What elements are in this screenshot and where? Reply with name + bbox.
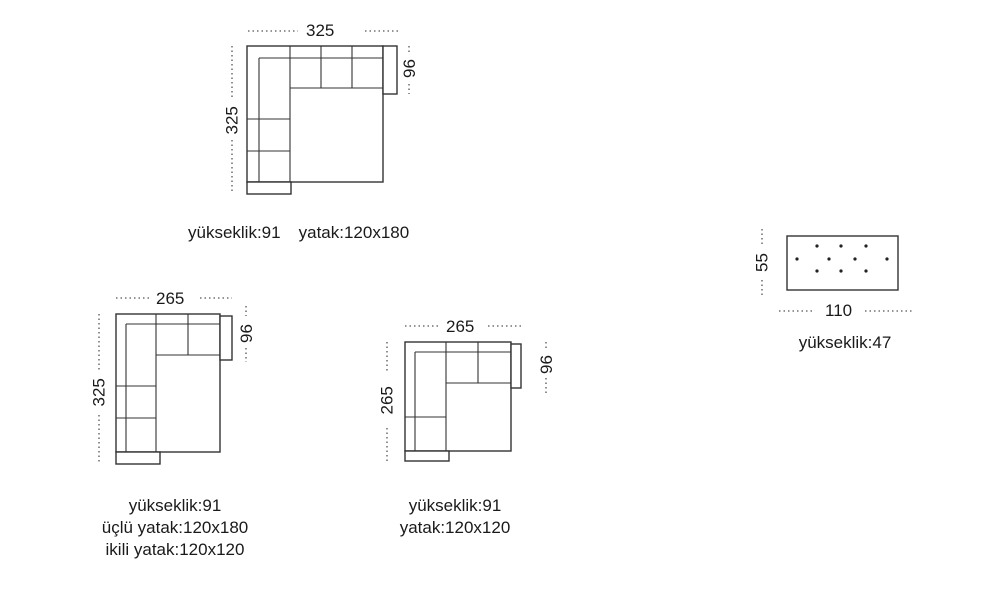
ottoman-specs: yükseklik:47 [780,332,910,354]
sofa-1-bed-spec: yatak:120x180 [298,223,410,242]
sofa-3-bed-spec: yatak:120x120 [399,518,511,537]
sofa-1-specs: yükseklik:91 yatak:120x180 [188,222,458,244]
sofa-3-depth-label: 96 [536,355,556,374]
sofa-2-height-label: 325 [89,378,109,407]
sofa-3-dimension-lines [386,325,547,462]
sofa-3-plan [404,341,522,462]
sofa-1-width-label: 325 [306,21,335,40]
sofa-1-height-label: 325 [222,106,242,135]
sofa-2-height-spec: yükseklik:91 [128,496,222,515]
ottoman-plan [786,235,899,291]
ottoman-dimension-lines [761,229,912,312]
sofa-2-triple-bed-spec: üçlü yatak:120x180 [101,518,249,537]
sofa-3-height-spec: yükseklik:91 [408,496,502,515]
sofa-2-depth-label: 96 [236,324,256,343]
sofa-1-height-spec: yükseklik:91 [188,223,281,242]
sofa-2-plan [115,313,233,465]
sofa-2-dimension-lines [98,297,247,464]
sofa-1-dimension-lines [231,30,410,194]
ottoman-height-label: 55 [752,253,772,272]
sofa-2-specs: yükseklik:91 üçlü yatak:120x180 ikili ya… [80,495,270,561]
sofa-3-height-label: 265 [377,386,397,415]
sofa-3-width-label: 265 [446,317,475,336]
sofa-2-width-label: 265 [156,289,185,308]
sofa-2-double-bed-spec: ikili yatak:120x120 [105,540,245,559]
sofa-3-specs: yükseklik:91 yatak:120x120 [370,495,540,539]
sofa-1-depth-label: 96 [399,59,419,78]
sofa-1-plan [246,45,398,195]
ottoman-height-spec: yükseklik:47 [798,333,892,352]
ottoman-width-label: 110 [825,301,853,320]
